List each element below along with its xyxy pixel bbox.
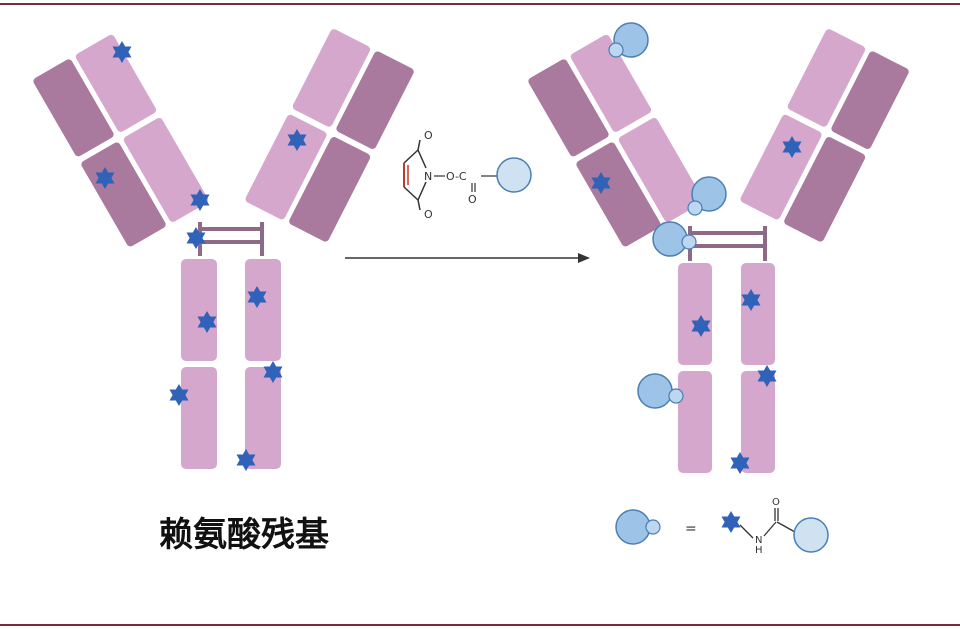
right-antibody-right-arm bbox=[738, 27, 911, 244]
conjugated-drug bbox=[637, 373, 684, 409]
right-antibody-fc bbox=[676, 261, 777, 475]
legend-equals: = bbox=[685, 521, 697, 537]
antibody-right bbox=[526, 22, 911, 475]
legend-lysine-star bbox=[721, 511, 741, 533]
reagent-o-top: O bbox=[424, 129, 433, 142]
conjugated-drug bbox=[608, 22, 649, 58]
left-antibody-hinge bbox=[198, 222, 264, 256]
reagent-o-bottom: O bbox=[424, 208, 433, 221]
left-antibody-left-arm bbox=[31, 32, 211, 249]
lysine-residue-caption: 赖氨酸残基 bbox=[159, 515, 329, 555]
nhs-ester-reagent: O O N O-C O bbox=[403, 129, 532, 221]
conjugated-drug bbox=[687, 176, 727, 216]
left-antibody-fc bbox=[179, 257, 283, 471]
antibody-left bbox=[31, 27, 416, 471]
reagent-ester-chain: O-C bbox=[446, 170, 467, 183]
legend-amide-n: N bbox=[755, 535, 762, 546]
legend-conjugate-symbol bbox=[615, 509, 661, 545]
left-antibody-right-arm bbox=[243, 27, 416, 244]
reaction-arrow bbox=[345, 253, 590, 263]
right-antibody-left-arm bbox=[526, 32, 706, 249]
right-antibody-hinge bbox=[688, 226, 767, 262]
reagent-carbonyl-o: O bbox=[468, 193, 477, 206]
legend-payload-sphere bbox=[793, 517, 829, 553]
conjugated-drug bbox=[652, 221, 697, 257]
conjugated-payloads bbox=[608, 22, 727, 409]
reagent-n-atom: N bbox=[424, 170, 432, 183]
legend: = N H O bbox=[615, 497, 829, 556]
legend-amide-h: H bbox=[755, 545, 763, 556]
reagent-payload-sphere bbox=[496, 157, 532, 193]
legend-amide-o: O bbox=[772, 497, 780, 508]
